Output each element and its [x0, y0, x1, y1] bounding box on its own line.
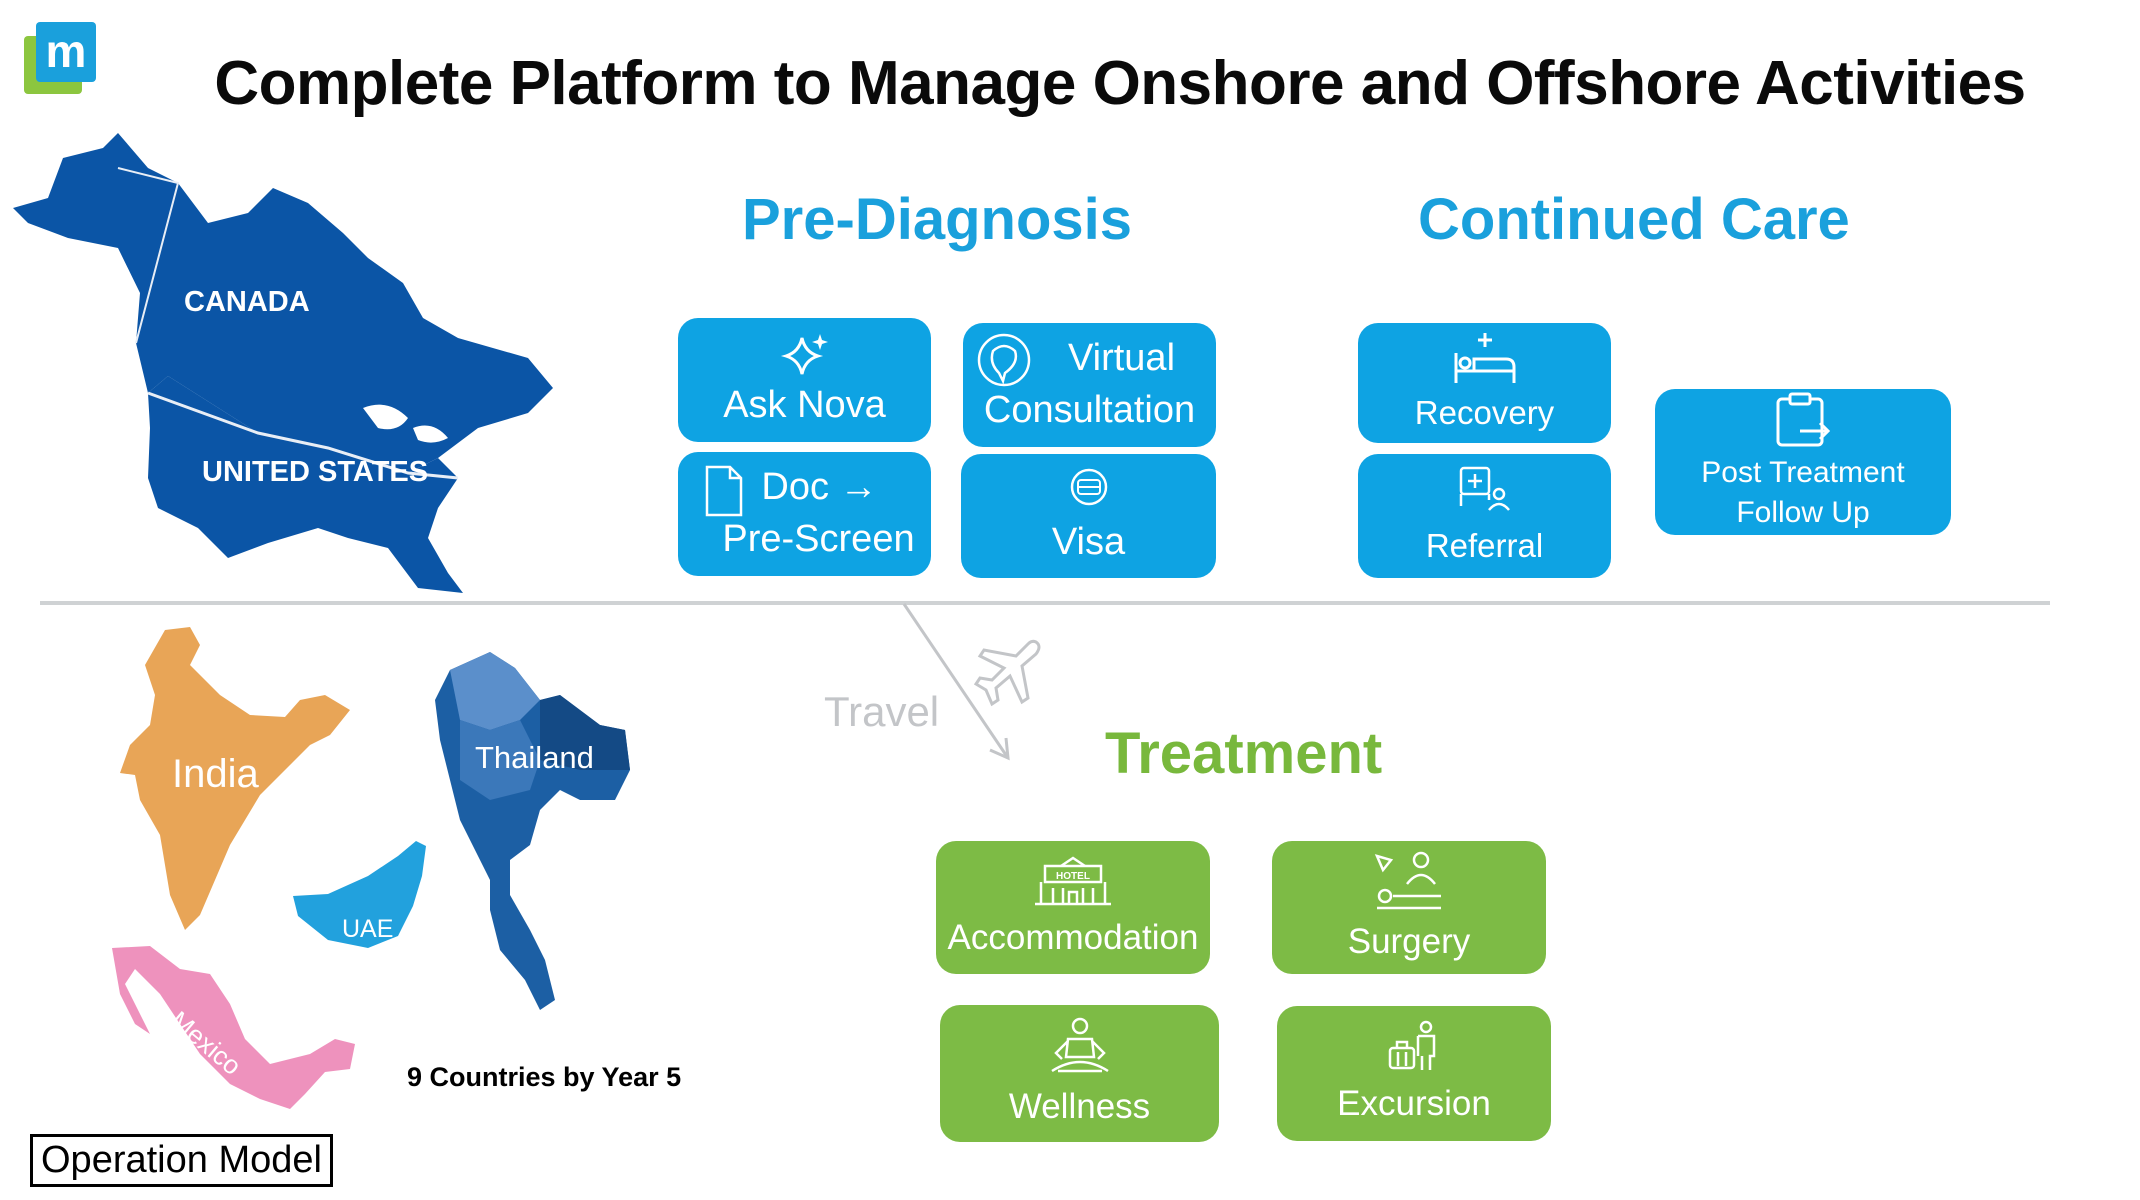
- north-america-map: [13, 133, 553, 593]
- post-treatment-card[interactable]: Post Treatment Follow Up: [1655, 389, 1951, 535]
- continued-care-title: Continued Care: [1418, 187, 1850, 252]
- speech-bubble-icon: [977, 333, 1031, 387]
- accommodation-label: Accommodation: [947, 917, 1199, 957]
- thailand-map: [435, 652, 630, 1010]
- wellness-card[interactable]: Wellness: [940, 1005, 1219, 1142]
- post-treatment-label-line1: Post Treatment: [1701, 455, 1905, 489]
- meditation-icon: [1050, 1017, 1109, 1073]
- clipboard-return-icon: [1776, 392, 1831, 446]
- doc-prescreen-card[interactable]: Doc → Pre-Screen: [678, 452, 931, 576]
- referral-card[interactable]: Referral: [1358, 454, 1611, 578]
- hospital-bed-icon: [1454, 332, 1515, 383]
- uae-map: [293, 841, 426, 948]
- traveler-luggage-icon: [1388, 1020, 1436, 1070]
- united-states-region: [148, 376, 463, 593]
- recovery-label: Recovery: [1414, 393, 1555, 431]
- referral-label: Referral: [1425, 526, 1544, 564]
- document-icon: [705, 465, 743, 517]
- alaska-border: [117, 167, 180, 344]
- visa-label: Visa: [1051, 521, 1126, 564]
- operation-model-label: Operation Model: [30, 1134, 333, 1187]
- ask-nova-card[interactable]: Ask Nova: [678, 318, 931, 442]
- canada-region: [13, 133, 553, 473]
- prescreen-label-line2: Pre-Screen: [722, 518, 915, 560]
- virtual-label-line1: Virtual: [1067, 337, 1176, 380]
- page-title: Complete Platform to Manage Onshore and …: [214, 49, 2026, 118]
- ask-nova-label: Ask Nova: [723, 384, 886, 427]
- countries-note: 9 Countries by Year 5: [407, 1062, 682, 1092]
- visa-card[interactable]: Visa: [961, 454, 1216, 578]
- hotel-icon: HOTEL: [1035, 856, 1111, 906]
- brand-logo: m: [24, 22, 96, 94]
- hotel-sign-text: HOTEL: [1056, 871, 1090, 882]
- recovery-card[interactable]: Recovery: [1358, 323, 1611, 443]
- passport-icon: [1070, 468, 1107, 506]
- logo-letter: m: [46, 25, 87, 77]
- map-label-thailand: Thailand: [475, 740, 594, 775]
- pre-diagnosis-title: Pre-Diagnosis: [742, 187, 1132, 252]
- excursion-label: Excursion: [1337, 1083, 1491, 1123]
- map-label-india: India: [172, 752, 259, 796]
- map-label-united-states: UNITED STATES: [202, 456, 429, 488]
- airplane-icon: [974, 639, 1041, 707]
- virtual-consultation-card[interactable]: Virtual Consultation: [963, 323, 1216, 447]
- map-label-canada: CANADA: [184, 286, 310, 318]
- follow-up-label-line2: Follow Up: [1736, 496, 1870, 529]
- accommodation-card[interactable]: HOTEL Accommodation: [936, 841, 1210, 974]
- travel-label: Travel: [824, 688, 940, 735]
- map-label-uae: UAE: [342, 915, 394, 943]
- doc-label-line1: Doc →: [761, 466, 878, 509]
- travel-arrow: [902, 603, 1010, 761]
- surgery-icon: [1374, 851, 1441, 910]
- wellness-label: Wellness: [1008, 1086, 1151, 1126]
- surgery-label: Surgery: [1347, 921, 1471, 961]
- sparkle-icon: [780, 334, 828, 375]
- consultation-label-line2: Consultation: [983, 389, 1196, 431]
- referral-icon: [1459, 466, 1510, 511]
- india-map: [120, 627, 350, 930]
- onshore-offshore-divider: [40, 601, 2050, 605]
- surgery-card[interactable]: Surgery: [1272, 841, 1546, 974]
- treatment-title: Treatment: [1105, 721, 1383, 786]
- mexico-map: [112, 946, 355, 1109]
- great-lakes: [363, 404, 448, 443]
- excursion-card[interactable]: Excursion: [1277, 1006, 1551, 1141]
- canada-us-border: [147, 391, 459, 480]
